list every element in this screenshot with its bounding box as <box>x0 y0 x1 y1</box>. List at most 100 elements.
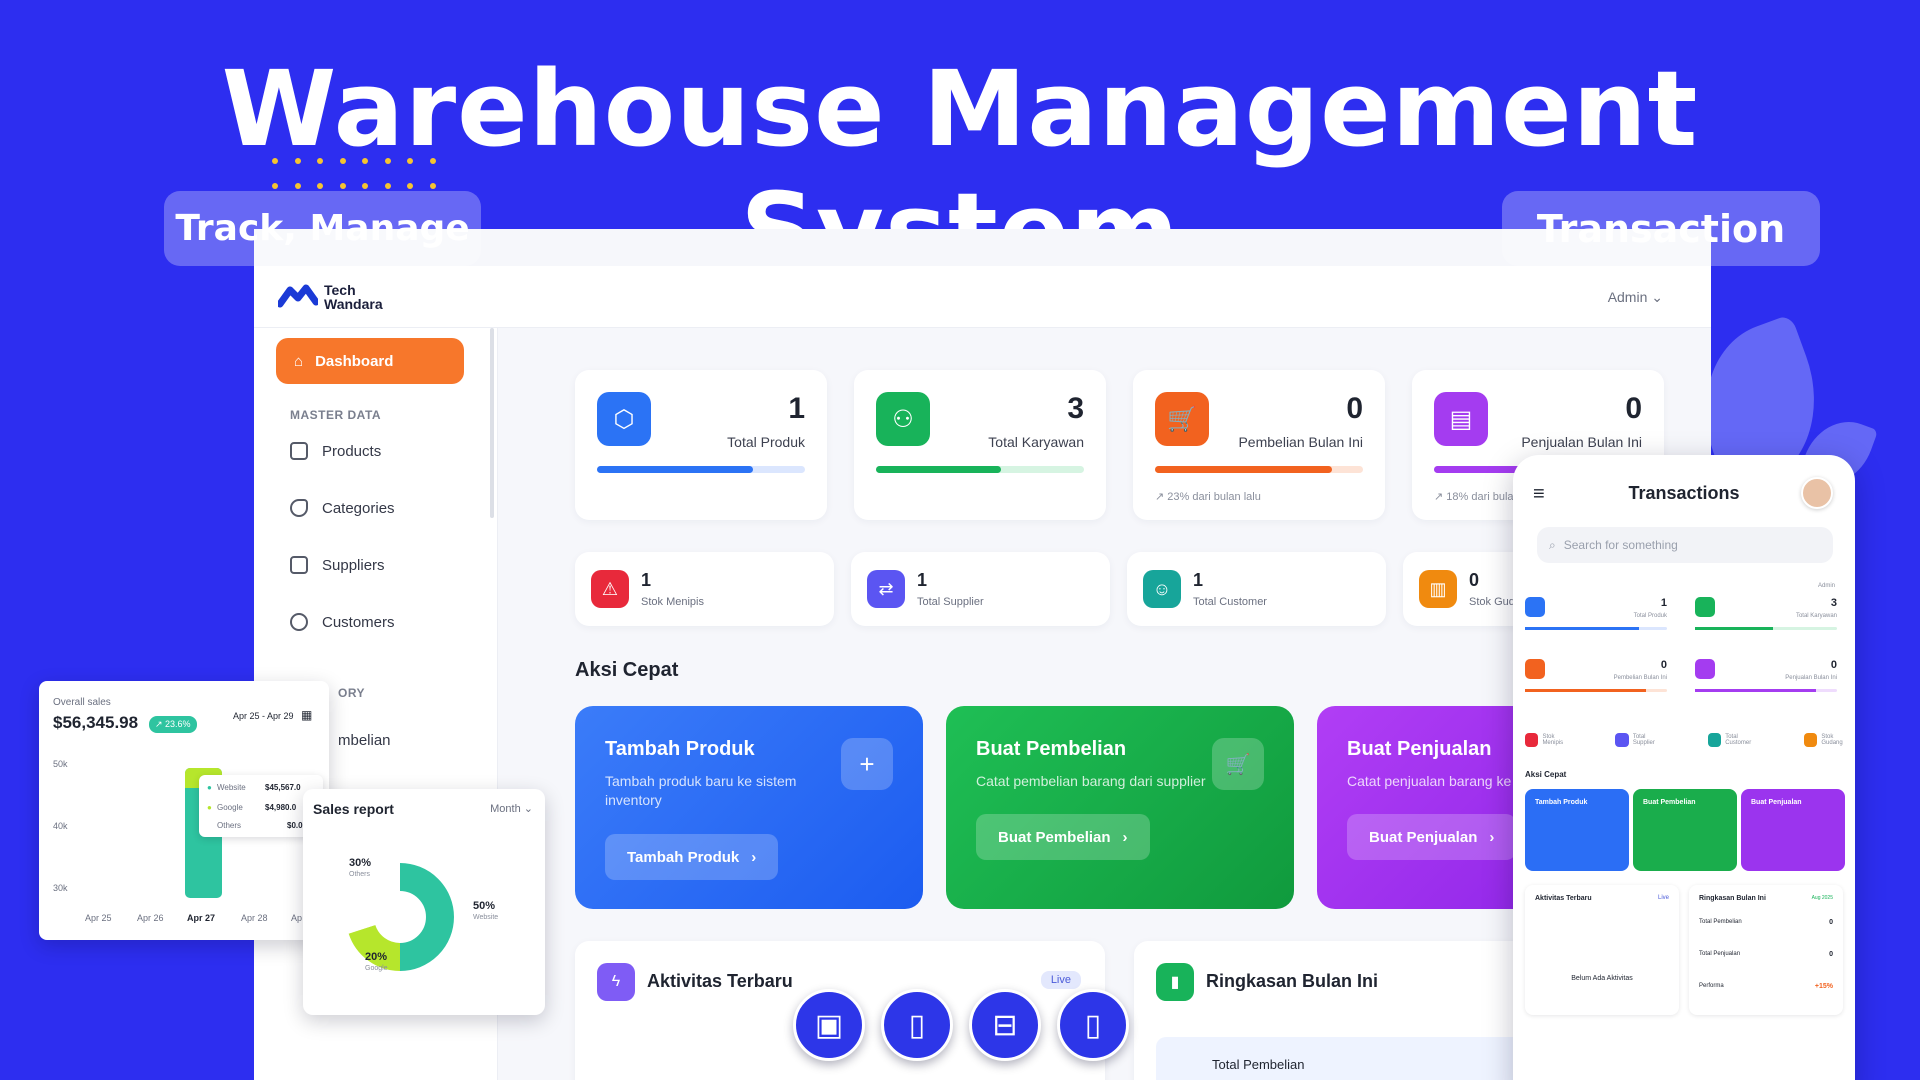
device-icons: ▣ ▯ ⊟ ▯ <box>793 989 1129 1061</box>
sidebar-item-customers[interactable]: Customers <box>290 613 395 631</box>
sidebar-item-label: mbelian <box>338 732 391 749</box>
phone-action-card[interactable]: Tambah Produk <box>1525 789 1629 871</box>
swap-icon: ⇄ <box>867 570 905 608</box>
hamburger-menu-icon[interactable]: ≡ <box>1533 483 1545 505</box>
brand-mark-icon <box>276 284 320 310</box>
y-tick: 50k <box>53 759 68 769</box>
period-select[interactable]: Month ⌄ <box>490 803 533 815</box>
mini-value: 0 <box>1469 570 1480 590</box>
stat-label: Penjualan Bulan Ini <box>1521 434 1642 450</box>
action-title: Buat Penjualan <box>1347 738 1492 760</box>
legend-name: Google <box>217 803 243 812</box>
sidebar-item-pembelian[interactable]: mbelian <box>338 732 391 749</box>
calendar-icon[interactable]: ▦ <box>301 708 313 722</box>
sales-report-widget: Sales report Month ⌄ 30% Others 50% Webs… <box>303 789 545 1015</box>
cart-icon: 🛒 <box>1155 392 1209 446</box>
mini-value: 1 <box>641 570 652 590</box>
mini-label: Total Customer <box>1193 596 1267 608</box>
search-placeholder: Search for something <box>1563 538 1678 552</box>
sidebar-item-label: Categories <box>322 499 395 517</box>
stat-card-pembelian[interactable]: 🛒 0 Pembelian Bulan Ini ↗ 23% dari bulan… <box>1133 370 1385 520</box>
sidebar-item-products[interactable]: Products <box>290 442 381 460</box>
y-tick: 30k <box>53 883 68 893</box>
mini-stat-total-customer[interactable]: ☺ 1 Total Customer <box>1127 552 1386 626</box>
action-title: Tambah Produk <box>605 738 755 760</box>
sidebar-section-inventory: ORY <box>338 686 366 700</box>
chevron-right-icon: › <box>1122 828 1128 846</box>
sales-tooltip: ●Website$45,567.0 ●Google$4,980.0 Others… <box>199 775 323 837</box>
stat-card-total-produk[interactable]: ⬡ 1 Total Produk <box>575 370 827 520</box>
donut-chart <box>346 863 454 971</box>
legend-name: Others <box>217 821 242 830</box>
mini-stat-stok-menipis[interactable]: ⚠ 1 Stok Menipis <box>575 552 834 626</box>
phone-icon[interactable]: ▯ <box>1057 989 1129 1061</box>
action-description: Tambah produk baru ke sistem inventory <box>605 773 797 808</box>
sidebar-scrollbar[interactable] <box>490 328 494 518</box>
dashboard-window: Tech Wandara Admin ⌄ ⌂ Dashboard MASTER … <box>254 229 1711 1080</box>
stat-trend: ↗ 23% dari bulan lalu <box>1155 491 1261 503</box>
lightning-icon: ϟ <box>597 963 635 1001</box>
phone-action-card[interactable]: Buat Pembelian <box>1633 789 1737 871</box>
sidebar-item-suppliers[interactable]: Suppliers <box>290 556 385 574</box>
phone-search-input[interactable]: ⌕ Search for something <box>1537 527 1833 563</box>
overall-sales-label: Overall sales <box>53 697 111 708</box>
y-tick: 40k <box>53 821 68 831</box>
user-icon: ☺ <box>1143 570 1181 608</box>
phone-action-card[interactable]: Buat Penjualan <box>1741 789 1845 871</box>
action-description: Catat penjualan barang ke c <box>1347 773 1523 789</box>
sidebar-item-dashboard[interactable]: ⌂ Dashboard <box>276 338 464 384</box>
stat-progress-bar <box>1155 466 1363 473</box>
phone-stat: 0 Pembelian Bulan Ini <box>1525 659 1675 715</box>
avatar[interactable] <box>1801 477 1833 509</box>
donut-slice-google[interactable] <box>348 924 401 971</box>
decorative-dots <box>272 158 452 192</box>
sidebar-item-label: Customers <box>322 613 395 631</box>
button-label: Buat Penjualan <box>1369 828 1478 846</box>
plus-icon[interactable]: + <box>841 738 893 790</box>
sidebar-item-label: Dashboard <box>315 352 394 370</box>
quick-actions-title: Aksi Cepat <box>575 659 679 681</box>
x-tick: Apr 26 <box>137 913 164 923</box>
phone-stat: 1 Total Produk <box>1525 597 1675 653</box>
quick-action-buat-pembelian[interactable]: Buat Pembelian Catat pembelian barang da… <box>946 706 1294 909</box>
phone-activity-card: Aktivitas Terbaru Live Belum Ada Aktivit… <box>1525 885 1679 1015</box>
phone-summary-card: Ringkasan Bulan Ini Aug 2025 Total Pembe… <box>1689 885 1843 1015</box>
slice-label-website: 50% <box>473 900 496 912</box>
brand-line1: Tech <box>324 282 356 298</box>
legend-value: $45,567.0 <box>265 783 301 792</box>
button-label: Tambah Produk <box>627 848 740 866</box>
sidebar-item-label: Products <box>322 442 382 460</box>
buat-pembelian-button[interactable]: Buat Pembelian› <box>976 814 1150 860</box>
mini-stat-total-supplier[interactable]: ⇄ 1 Total Supplier <box>851 552 1110 626</box>
buat-penjualan-button[interactable]: Buat Penjualan› <box>1347 814 1517 860</box>
cart-icon[interactable]: 🛒 <box>1212 738 1264 790</box>
brand-logo[interactable]: Tech Wandara <box>276 282 383 311</box>
x-tick: Apr 28 <box>241 913 268 923</box>
multi-device-icon[interactable]: ▣ <box>793 989 865 1061</box>
summary-row-label: Total Pembelian <box>1212 1057 1305 1072</box>
tambah-produk-button[interactable]: Tambah Produk › <box>605 834 779 880</box>
search-icon: ⌕ <box>1549 537 1556 552</box>
mini-value: 1 <box>1193 570 1204 590</box>
admin-menu[interactable]: Admin ⌄ <box>1608 289 1663 306</box>
donut-slice-others[interactable] <box>346 863 401 934</box>
laptop-icon[interactable]: ⊟ <box>969 989 1041 1061</box>
sidebar-item-categories[interactable]: Categories <box>290 499 395 517</box>
sidebar-section-master-data: MASTER DATA <box>290 408 382 422</box>
slice-label-others: 30% <box>349 857 372 869</box>
mini-value: 1 <box>917 570 928 590</box>
admin-label: Admin <box>1607 289 1648 305</box>
stat-value: 3 <box>1067 392 1084 425</box>
stat-label: Pembelian Bulan Ini <box>1238 434 1363 450</box>
stat-card-total-karyawan[interactable]: ⚇ 3 Total Karyawan <box>854 370 1106 520</box>
phone-admin[interactable]: Admin <box>1817 583 1835 589</box>
phone-section-title: Aksi Cepat <box>1525 770 1567 779</box>
tablet-icon[interactable]: ▯ <box>881 989 953 1061</box>
donut-slice-website[interactable] <box>399 863 454 971</box>
truck-icon <box>290 556 308 574</box>
chevron-right-icon: › <box>751 848 757 866</box>
legend-name: Website <box>217 783 246 792</box>
box-icon <box>290 442 308 460</box>
quick-action-tambah-produk[interactable]: Tambah Produk Tambah produk baru ke sist… <box>575 706 923 909</box>
date-range[interactable]: Apr 25 - Apr 29 <box>233 711 294 721</box>
